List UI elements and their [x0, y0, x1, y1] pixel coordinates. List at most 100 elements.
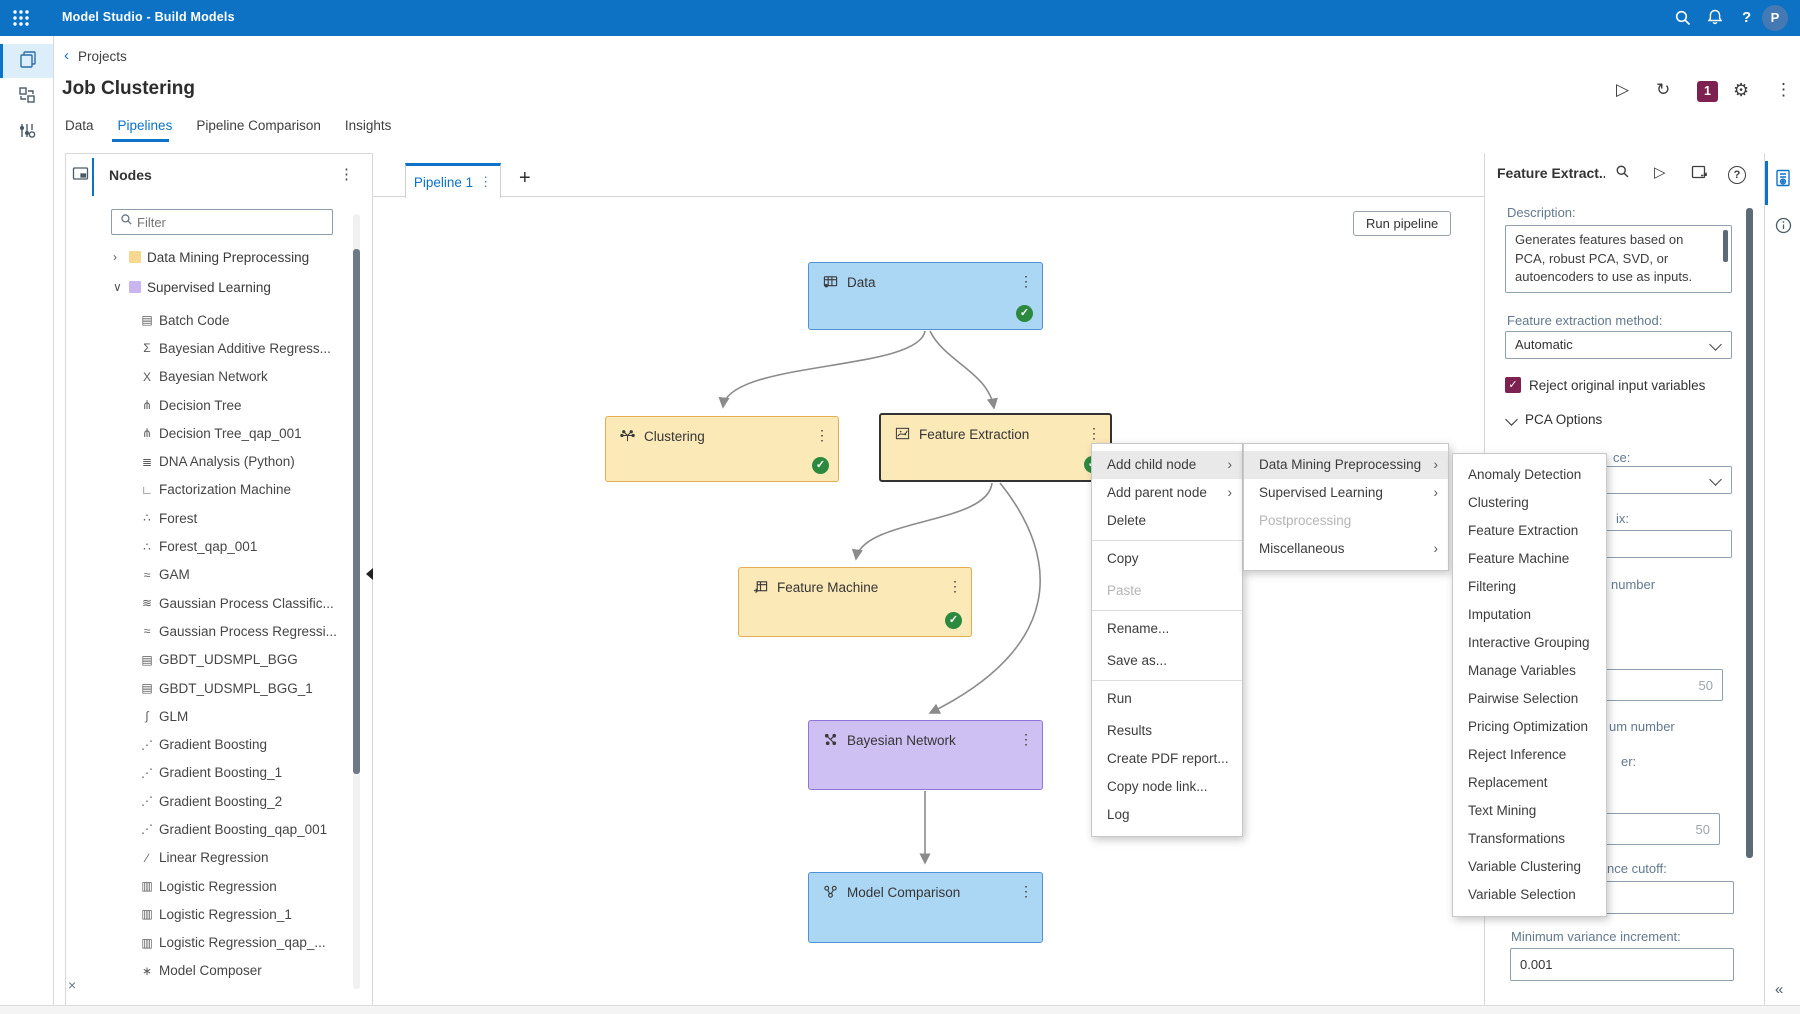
- save-snapshot-icon[interactable]: [1691, 164, 1707, 184]
- context-menu-item[interactable]: Add parent node›: [1107, 485, 1232, 500]
- pipeline-node-feature-machine[interactable]: Feature Machine⋮✓: [738, 567, 972, 637]
- context-menu-item[interactable]: Copy: [1092, 540, 1242, 577]
- node-kebab-icon[interactable]: ⋮: [815, 427, 829, 443]
- node-group-row[interactable]: ∨ Supervised Learning: [113, 279, 271, 295]
- node-palette-item[interactable]: ∟ Factorization Machine: [66, 476, 351, 504]
- app-grid-icon[interactable]: [11, 8, 31, 33]
- expand-chevron-icon[interactable]: ›: [113, 250, 117, 264]
- context-menu-item[interactable]: Log: [1107, 807, 1130, 822]
- submenu-item[interactable]: Pricing Optimization: [1468, 719, 1589, 734]
- tab-pipeline-1[interactable]: Pipeline 1 ⋮: [405, 163, 501, 198]
- node-palette-item[interactable]: ▤ GBDT_UDSMPL_BGG_1: [66, 674, 351, 702]
- avatar[interactable]: P: [1762, 5, 1788, 31]
- node-palette-item[interactable]: ≣ DNA Analysis (Python): [66, 447, 351, 475]
- panel-search-icon[interactable]: [1615, 164, 1630, 183]
- expand-chevron-icon[interactable]: ∨: [113, 280, 122, 294]
- search-icon[interactable]: [1674, 9, 1692, 32]
- submenu-item[interactable]: Feature Machine: [1468, 551, 1570, 566]
- tab[interactable]: Data: [65, 118, 94, 133]
- node-palette-item[interactable]: ▤ GBDT_UDSMPL_BGG: [66, 646, 351, 674]
- tab[interactable]: Pipelines: [117, 118, 173, 133]
- node-kebab-icon[interactable]: ⋮: [1019, 273, 1033, 289]
- context-menu-item[interactable]: Save as...: [1107, 653, 1168, 668]
- node-palette-item[interactable]: ∴ Forest: [66, 504, 351, 532]
- notifications-bell-icon[interactable]: [1706, 8, 1724, 31]
- context-menu-item[interactable]: Delete: [1107, 513, 1147, 528]
- submenu-item[interactable]: Manage Variables: [1468, 663, 1576, 678]
- back-chevron-icon[interactable]: ‹: [64, 47, 69, 64]
- context-menu-item[interactable]: Results: [1107, 723, 1153, 738]
- node-palette-item[interactable]: ▥ Logistic Regression_1: [66, 900, 351, 928]
- submenu-item[interactable]: Transformations: [1468, 831, 1566, 846]
- context-menu-item[interactable]: Run: [1092, 680, 1242, 717]
- node-palette-item[interactable]: ∫ GLM: [66, 702, 351, 730]
- panel-scrollbar-thumb[interactable]: [1746, 208, 1753, 858]
- sidebar-item-settings[interactable]: [0, 116, 53, 150]
- textarea-scrollbar-thumb[interactable]: [1723, 230, 1728, 262]
- submenu-item[interactable]: Text Mining: [1468, 803, 1537, 818]
- node-palette-item[interactable]: ∴ Forest_qap_001: [66, 532, 351, 560]
- submenu-item[interactable]: Filtering: [1468, 579, 1517, 594]
- panel-help-icon[interactable]: ?: [1728, 165, 1746, 184]
- tab[interactable]: Pipeline Comparison: [196, 118, 321, 133]
- context-menu-item[interactable]: Create PDF report...: [1107, 751, 1229, 766]
- pipeline-node-clustering[interactable]: Clustering⋮✓: [605, 416, 839, 482]
- help-icon[interactable]: ?: [1742, 9, 1752, 26]
- more-options-kebab-icon[interactable]: ⋮: [1775, 80, 1792, 99]
- submenu-item[interactable]: Feature Extraction: [1468, 523, 1579, 538]
- submenu-item[interactable]: Interactive Grouping: [1468, 635, 1590, 650]
- filter-input[interactable]: [133, 214, 332, 230]
- sidebar-item-projects[interactable]: [0, 44, 53, 78]
- node-kebab-icon[interactable]: ⋮: [948, 578, 962, 594]
- pipeline-node-data[interactable]: Data⋮✓: [808, 262, 1043, 330]
- info-icon[interactable]: [1775, 217, 1792, 239]
- add-pipeline-icon[interactable]: +: [519, 167, 531, 189]
- node-palette-item[interactable]: ⋔ Decision Tree: [66, 391, 351, 419]
- tab[interactable]: Insights: [344, 118, 392, 133]
- node-palette-item[interactable]: ∕ Linear Regression: [66, 844, 351, 872]
- method-select[interactable]: Automatic: [1505, 331, 1732, 359]
- panel-pin-icon[interactable]: [72, 165, 89, 187]
- submenu-item[interactable]: Imputation: [1468, 607, 1532, 622]
- submenu-item[interactable]: Anomaly Detection: [1468, 467, 1582, 482]
- pipeline-node-feature-extraction[interactable]: Feature Extraction⋮✓: [879, 413, 1112, 482]
- context-menu-item[interactable]: Paste: [1107, 583, 1142, 598]
- pca-options-section[interactable]: PCA Options: [1525, 412, 1603, 427]
- node-palette-item[interactable]: ▥ Logistic Regression: [66, 872, 351, 900]
- node-palette-item[interactable]: ⋰ Gradient Boosting: [141, 737, 268, 753]
- submenu-item[interactable]: Miscellaneous›: [1259, 541, 1438, 556]
- panel-run-play-icon[interactable]: ▷: [1654, 164, 1666, 181]
- min-variance-input[interactable]: 0.001: [1510, 948, 1734, 981]
- context-menu-item[interactable]: Copy node link...: [1107, 779, 1208, 794]
- context-menu-item[interactable]: Rename...: [1092, 610, 1242, 647]
- node-palette-item[interactable]: ⋔ Decision Tree_qap_001: [66, 419, 351, 447]
- sidebar-item-exchange[interactable]: [0, 80, 53, 114]
- scrollbar-thumb[interactable]: [353, 249, 360, 774]
- submenu-item[interactable]: Reject Inference: [1468, 747, 1567, 762]
- gear-icon[interactable]: ⚙: [1733, 80, 1750, 100]
- run-pipeline-button[interactable]: Run pipeline: [1353, 211, 1452, 236]
- submenu-item[interactable]: Postprocessing: [1259, 513, 1352, 528]
- close-icon[interactable]: ×: [68, 977, 77, 993]
- node-properties-icon[interactable]: [1774, 169, 1792, 192]
- breadcrumb[interactable]: Projects: [78, 49, 127, 64]
- node-palette-item[interactable]: X Bayesian Network: [66, 363, 351, 391]
- pipeline-tab-kebab-icon[interactable]: ⋮: [479, 174, 493, 189]
- node-palette-item[interactable]: ≈ Gaussian Process Regressi...: [66, 617, 351, 645]
- panel-collapse-arrow-icon[interactable]: [366, 568, 373, 580]
- node-palette-item[interactable]: ⋰ Gradient Boosting_1: [141, 765, 283, 781]
- submenu-item[interactable]: Pairwise Selection: [1468, 691, 1579, 706]
- notification-count-badge[interactable]: 1: [1697, 81, 1718, 102]
- node-kebab-icon[interactable]: ⋮: [1019, 883, 1033, 899]
- node-palette-item[interactable]: ⋰ Gradient Boosting_qap_001: [141, 821, 328, 837]
- submenu-item[interactable]: Supervised Learning›: [1259, 485, 1438, 500]
- node-group-row[interactable]: › Data Mining Preprocessing: [113, 249, 310, 265]
- submenu-item[interactable]: Variable Clustering: [1468, 859, 1582, 874]
- submenu-item[interactable]: Replacement: [1468, 775, 1548, 790]
- node-palette-item[interactable]: ≈ GAM: [66, 561, 351, 589]
- node-kebab-icon[interactable]: ⋮: [1087, 425, 1101, 441]
- node-kebab-icon[interactable]: ⋮: [1019, 731, 1033, 747]
- run-project-play-icon[interactable]: ▷: [1616, 80, 1630, 99]
- collapse-panel-icon[interactable]: «: [1775, 981, 1784, 998]
- node-palette-item[interactable]: ≋ Gaussian Process Classific...: [66, 589, 351, 617]
